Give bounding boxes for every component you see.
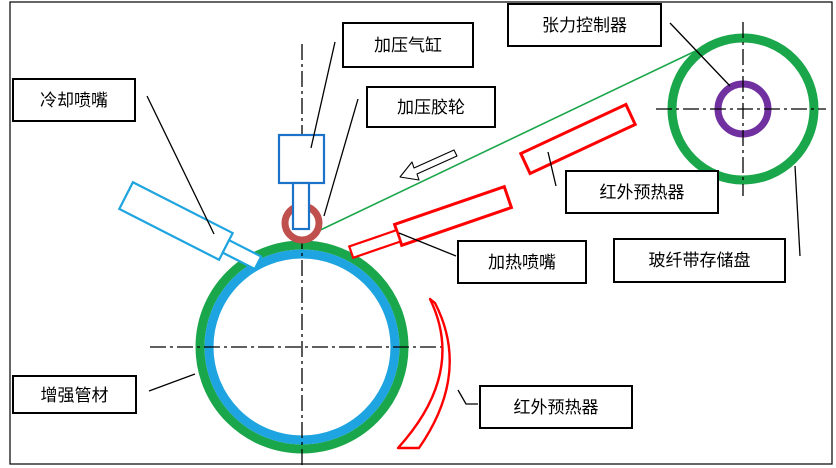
svg-text:冷却喷嘴: 冷却喷嘴 — [40, 91, 108, 111]
label-ir-preheater-top: 红外预热器 — [565, 170, 719, 214]
leader-heating-nozzle — [398, 232, 457, 257]
ir-preheater-bottom — [396, 297, 451, 450]
cylinder-rod — [291, 181, 311, 231]
leader-reinforced-pipe — [148, 373, 196, 392]
cooling-nozzle — [117, 180, 263, 271]
svg-text:张力控制器: 张力控制器 — [542, 16, 627, 36]
svg-text:红外预热器: 红外预热器 — [600, 183, 685, 203]
label-cooling-nozzle: 冷却喷嘴 — [12, 78, 136, 122]
press-cylinder — [277, 133, 326, 231]
svg-text:加压胶轮: 加压胶轮 — [397, 98, 465, 118]
heating-nozzle — [347, 184, 514, 260]
svg-text:玻纤带存储盘: 玻纤带存储盘 — [649, 251, 751, 271]
heating-nozzle-tip — [347, 228, 402, 260]
diagram-frame — [9, 1, 833, 465]
svg-text:红外预热器: 红外预热器 — [514, 398, 599, 418]
leader-cooling-nozzle — [146, 95, 215, 235]
cylinder-body — [277, 133, 326, 185]
svg-text:增强管材: 增强管材 — [41, 386, 109, 406]
fiber-tape — [311, 45, 707, 235]
label-ir-preheater-bottom: 红外预热器 — [479, 385, 633, 429]
label-fiber-tape-reel: 玻纤带存储盘 — [613, 238, 786, 283]
cooling-nozzle-body — [117, 180, 235, 262]
label-reinforced-pipe: 增强管材 — [12, 375, 137, 414]
leader-press-cylinder — [310, 41, 336, 149]
feed-direction-arrow — [399, 149, 458, 181]
label-press-cylinder: 加压气缸 — [342, 22, 474, 68]
ir-preheater-top — [518, 102, 638, 176]
leader-ir-preheater-bottom — [457, 389, 478, 405]
svg-text:加热喷嘴: 加热喷嘴 — [488, 253, 556, 273]
leader-fiber-tape-reel — [794, 165, 801, 257]
leader-ir-preheater-top — [547, 151, 557, 187]
label-tension-controller: 张力控制器 — [507, 3, 662, 47]
label-press-roller: 加压胶轮 — [366, 86, 496, 128]
label-heating-nozzle: 加热喷嘴 — [457, 240, 587, 284]
leader-press-roller — [323, 98, 359, 217]
cooling-nozzle-tip — [221, 238, 263, 271]
leader-tension-controller — [669, 22, 731, 87]
svg-text:加压气缸: 加压气缸 — [374, 35, 442, 56]
heating-nozzle-body — [392, 184, 514, 248]
